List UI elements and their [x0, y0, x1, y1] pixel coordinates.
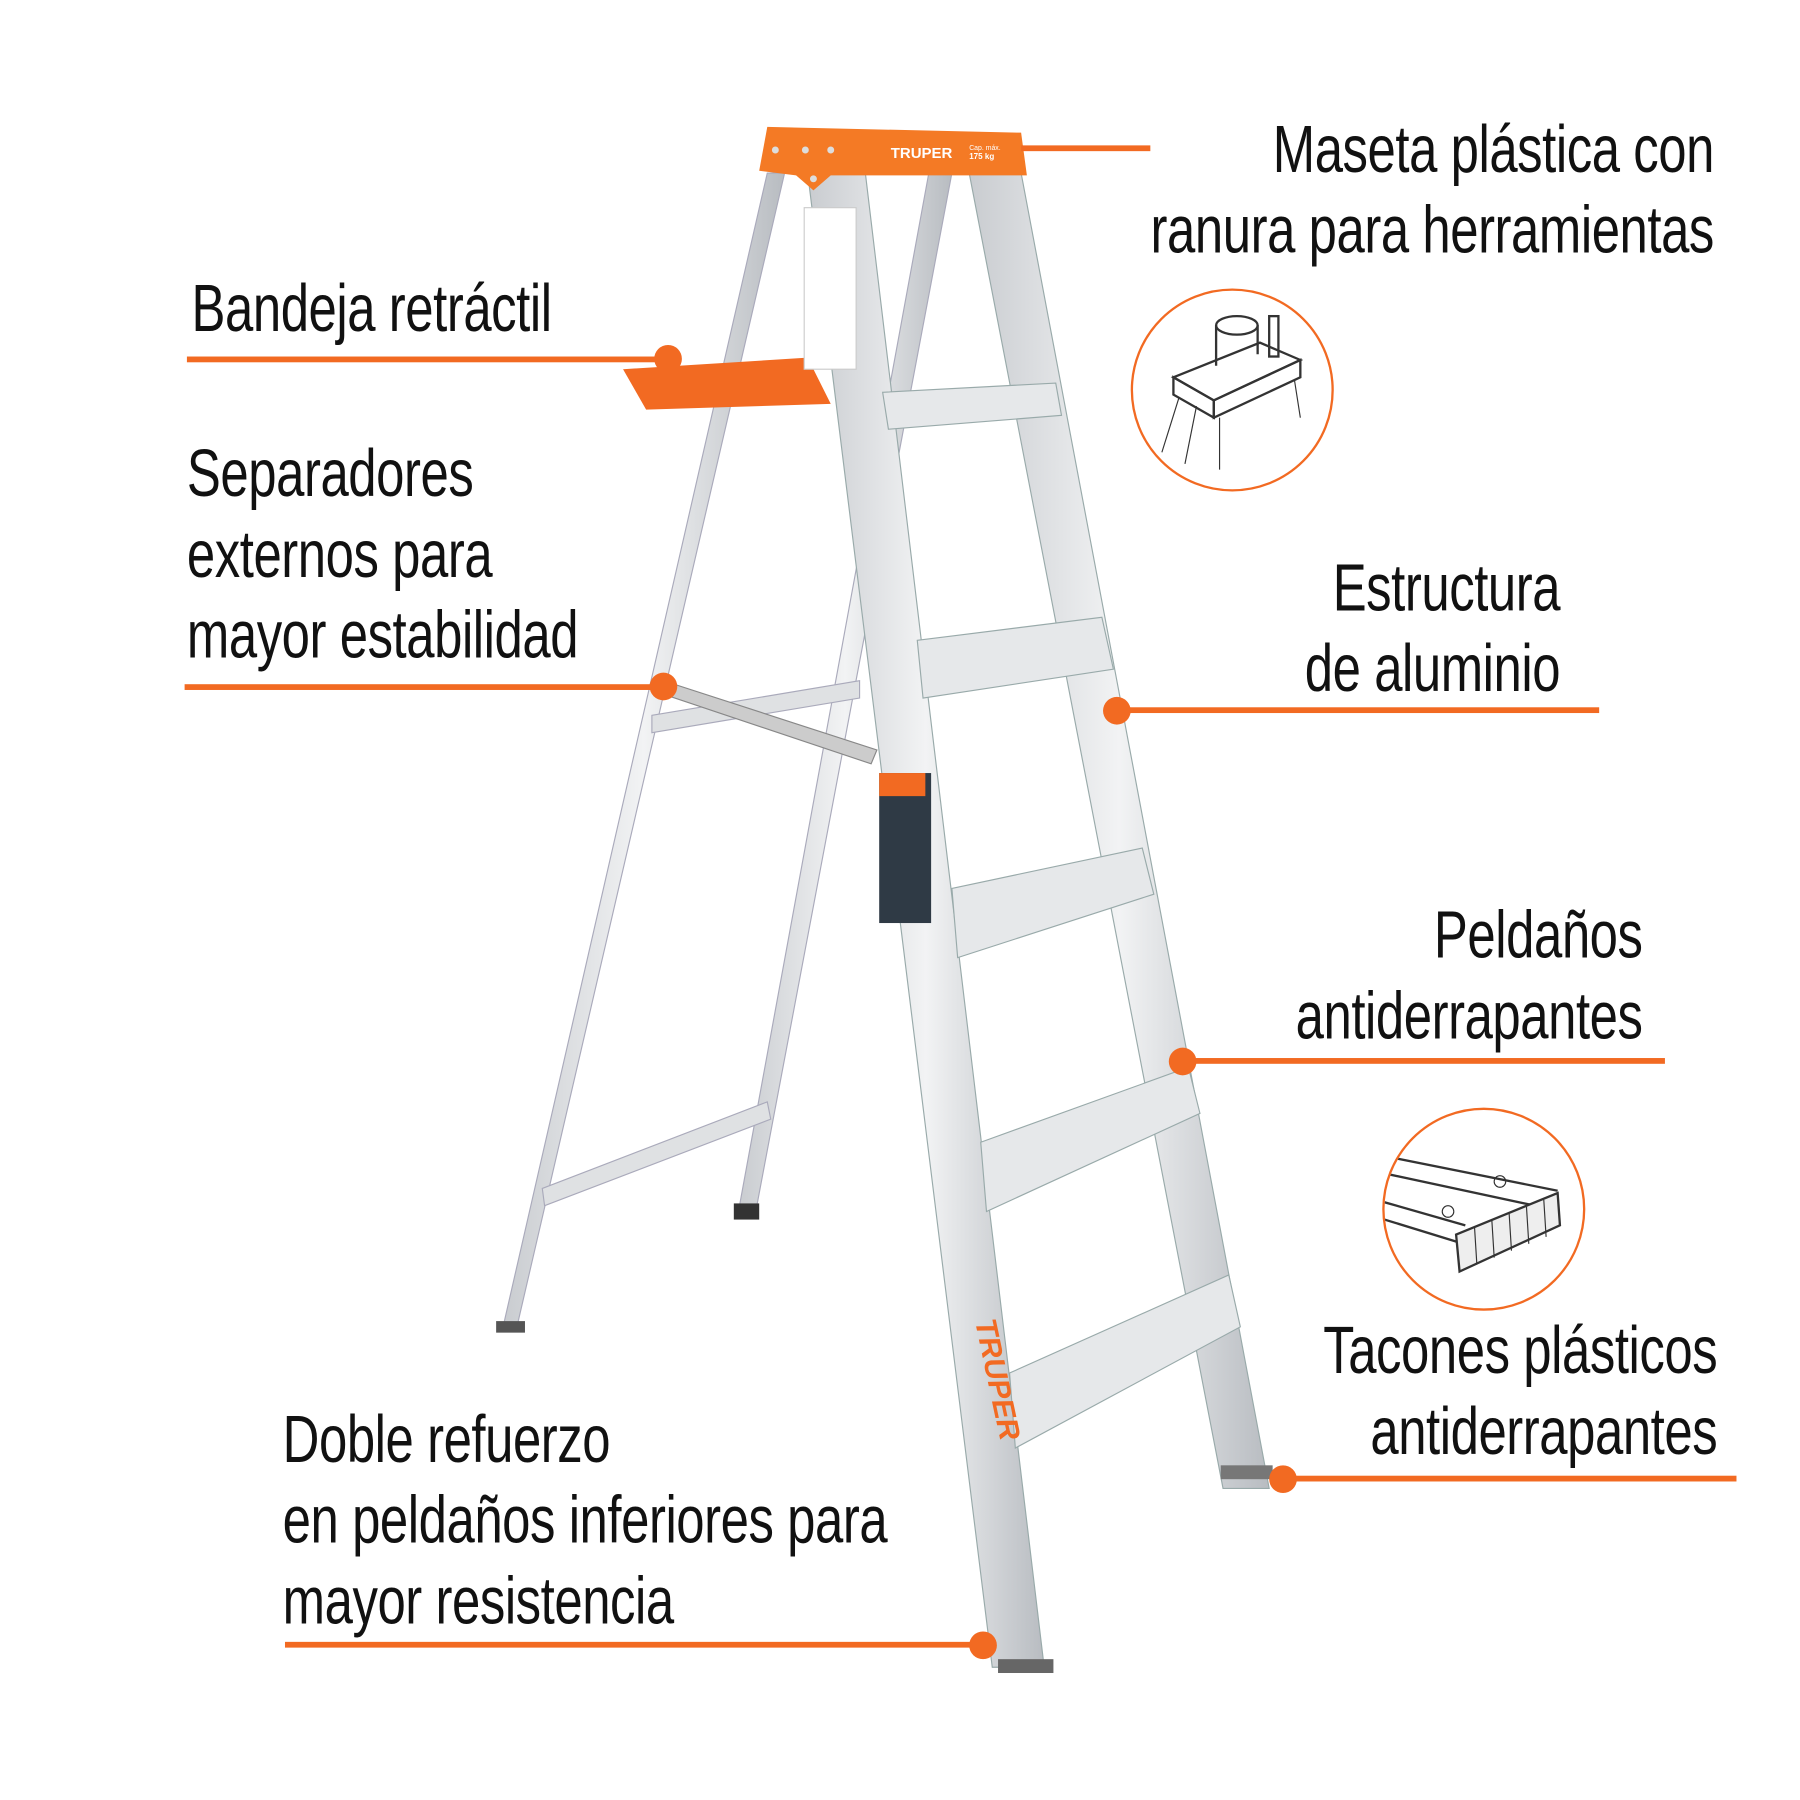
- callout-bandeja: Bandeja retráctil: [191, 269, 553, 350]
- tool-tray-detail-icon: [1130, 288, 1334, 492]
- callout-maseta: Maseta plástica con ranura para herramie…: [1150, 110, 1714, 272]
- foot: [496, 1321, 525, 1333]
- callout-text: Peldaños: [1434, 897, 1644, 973]
- retractable-tray: [623, 357, 831, 410]
- callout-dot-tacones: [1269, 1465, 1297, 1494]
- callout-line-bandeja: [186, 356, 672, 363]
- step: [980, 1066, 1201, 1213]
- callout-text: externos para: [186, 516, 493, 592]
- callout-text: Estructura: [1332, 550, 1561, 626]
- callout-line-separadores: [184, 684, 664, 690]
- rear-brace: [541, 1101, 772, 1207]
- rear-brace: [651, 680, 861, 734]
- callout-text: Bandeja retráctil: [191, 271, 553, 347]
- foot: [998, 1659, 1054, 1674]
- top-cap: [759, 126, 1027, 191]
- brand-logo-cap: TRUPER: [891, 145, 953, 162]
- capacity-label: Cap. máx.: [969, 145, 1001, 152]
- callout-estructura: Estructura de aluminio: [1304, 548, 1561, 710]
- callout-dot-estructura: [1103, 696, 1131, 725]
- step: [916, 616, 1115, 699]
- callout-tacones: Tacones plásticos antiderrapantes: [1323, 1311, 1717, 1473]
- callout-text: mayor resistencia: [282, 1563, 675, 1639]
- callout-text: Tacones plásticos: [1322, 1313, 1717, 1389]
- callout-line-peldanos: [1182, 1058, 1665, 1064]
- callout-text: en peldaños inferiores para: [282, 1482, 888, 1558]
- callout-dot-refuerzo: [969, 1631, 997, 1660]
- callout-peldanos: Peldaños antiderrapantes: [1296, 895, 1643, 1057]
- callout-text: Doble refuerzo: [282, 1401, 611, 1477]
- callout-refuerzo: Doble refuerzo en peldaños inferiores pa…: [283, 1400, 888, 1642]
- foot: [733, 1203, 760, 1220]
- callout-text: antiderrapantes: [1296, 978, 1644, 1054]
- callout-separadores: Separadores externos para mayor estabili…: [186, 434, 579, 676]
- rubber-foot-detail-icon: [1382, 1107, 1586, 1311]
- instruction-sticker: [803, 207, 857, 370]
- callout-text: Separadores: [186, 436, 474, 512]
- callout-text: antiderrapantes: [1369, 1393, 1717, 1469]
- callout-dot-bandeja: [654, 344, 682, 373]
- callout-text: mayor estabilidad: [186, 597, 579, 673]
- foot: [1220, 1465, 1273, 1480]
- capacity-value: 175 kg: [969, 152, 994, 161]
- step: [881, 382, 1063, 430]
- callout-dot-separadores: [649, 672, 678, 701]
- callout-line-estructura: [1116, 707, 1600, 714]
- step: [951, 847, 1155, 959]
- callout-text: de aluminio: [1304, 631, 1561, 707]
- callout-dot-peldanos: [1168, 1047, 1197, 1076]
- callout-text: ranura para herramientas: [1150, 192, 1714, 268]
- step: [1008, 1274, 1241, 1449]
- product-sticker: [879, 773, 932, 924]
- callout-text: Maseta plástica con: [1272, 111, 1714, 187]
- callout-line-tacones: [1283, 1475, 1737, 1482]
- callout-line-maseta: [1021, 145, 1151, 152]
- callout-line-refuerzo: [284, 1641, 984, 1648]
